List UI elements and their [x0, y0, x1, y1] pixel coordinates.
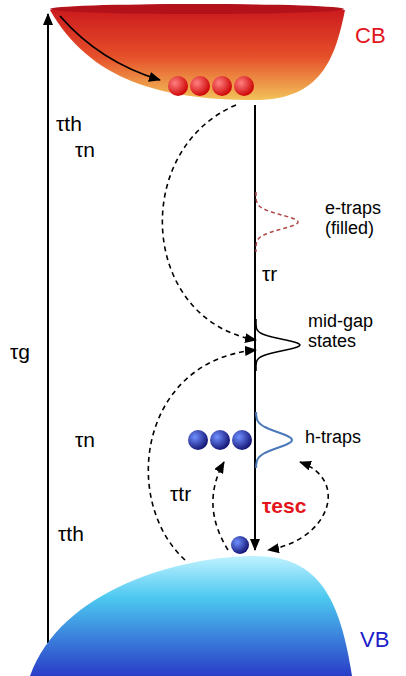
hole	[231, 536, 249, 554]
trap-states: mid-gap states	[256, 305, 400, 385]
node-label: mid-gap states	[308, 312, 396, 352]
trap-distribution	[256, 412, 292, 468]
hole	[210, 430, 230, 450]
node-label: CB	[355, 24, 400, 48]
rate-label: τn	[75, 138, 95, 161]
band-region: VB	[20, 550, 400, 676]
rate-label: τth	[56, 112, 82, 135]
node-label: e-traps (filled)	[325, 199, 399, 239]
rate-label: τg	[10, 340, 30, 363]
thermalization-arrow	[60, 16, 160, 80]
transition-arrow	[47, 14, 49, 643]
rate-label: τr	[262, 262, 277, 285]
state-distribution	[256, 319, 300, 371]
rate-label: τesc	[262, 494, 306, 517]
trap-states: e-traps (filled)	[256, 195, 400, 255]
node-label: h-traps	[305, 428, 395, 448]
band-region: CB	[40, 0, 400, 105]
band-drawing	[20, 550, 400, 676]
band-drawing	[186, 420, 400, 462]
conduction-band	[50, 4, 345, 100]
electron	[212, 76, 232, 96]
band-drawing	[40, 0, 400, 105]
rate-label: τth	[58, 522, 84, 545]
hole	[232, 430, 252, 450]
trap-distribution	[256, 192, 298, 252]
trap-states: h-traps	[186, 420, 400, 462]
electron	[168, 76, 188, 96]
electron	[190, 76, 210, 96]
transition-dashed-arrow	[162, 105, 256, 340]
band-rim	[50, 4, 344, 14]
rate-label: τn	[75, 428, 95, 451]
transition-dashed-arrow	[213, 462, 228, 550]
transition-dashed-arrow	[148, 350, 256, 560]
hole	[188, 430, 208, 450]
rate-label: τtr	[170, 482, 191, 505]
electron	[234, 76, 254, 96]
valence-band	[30, 556, 352, 676]
node-label: VB	[360, 628, 398, 652]
